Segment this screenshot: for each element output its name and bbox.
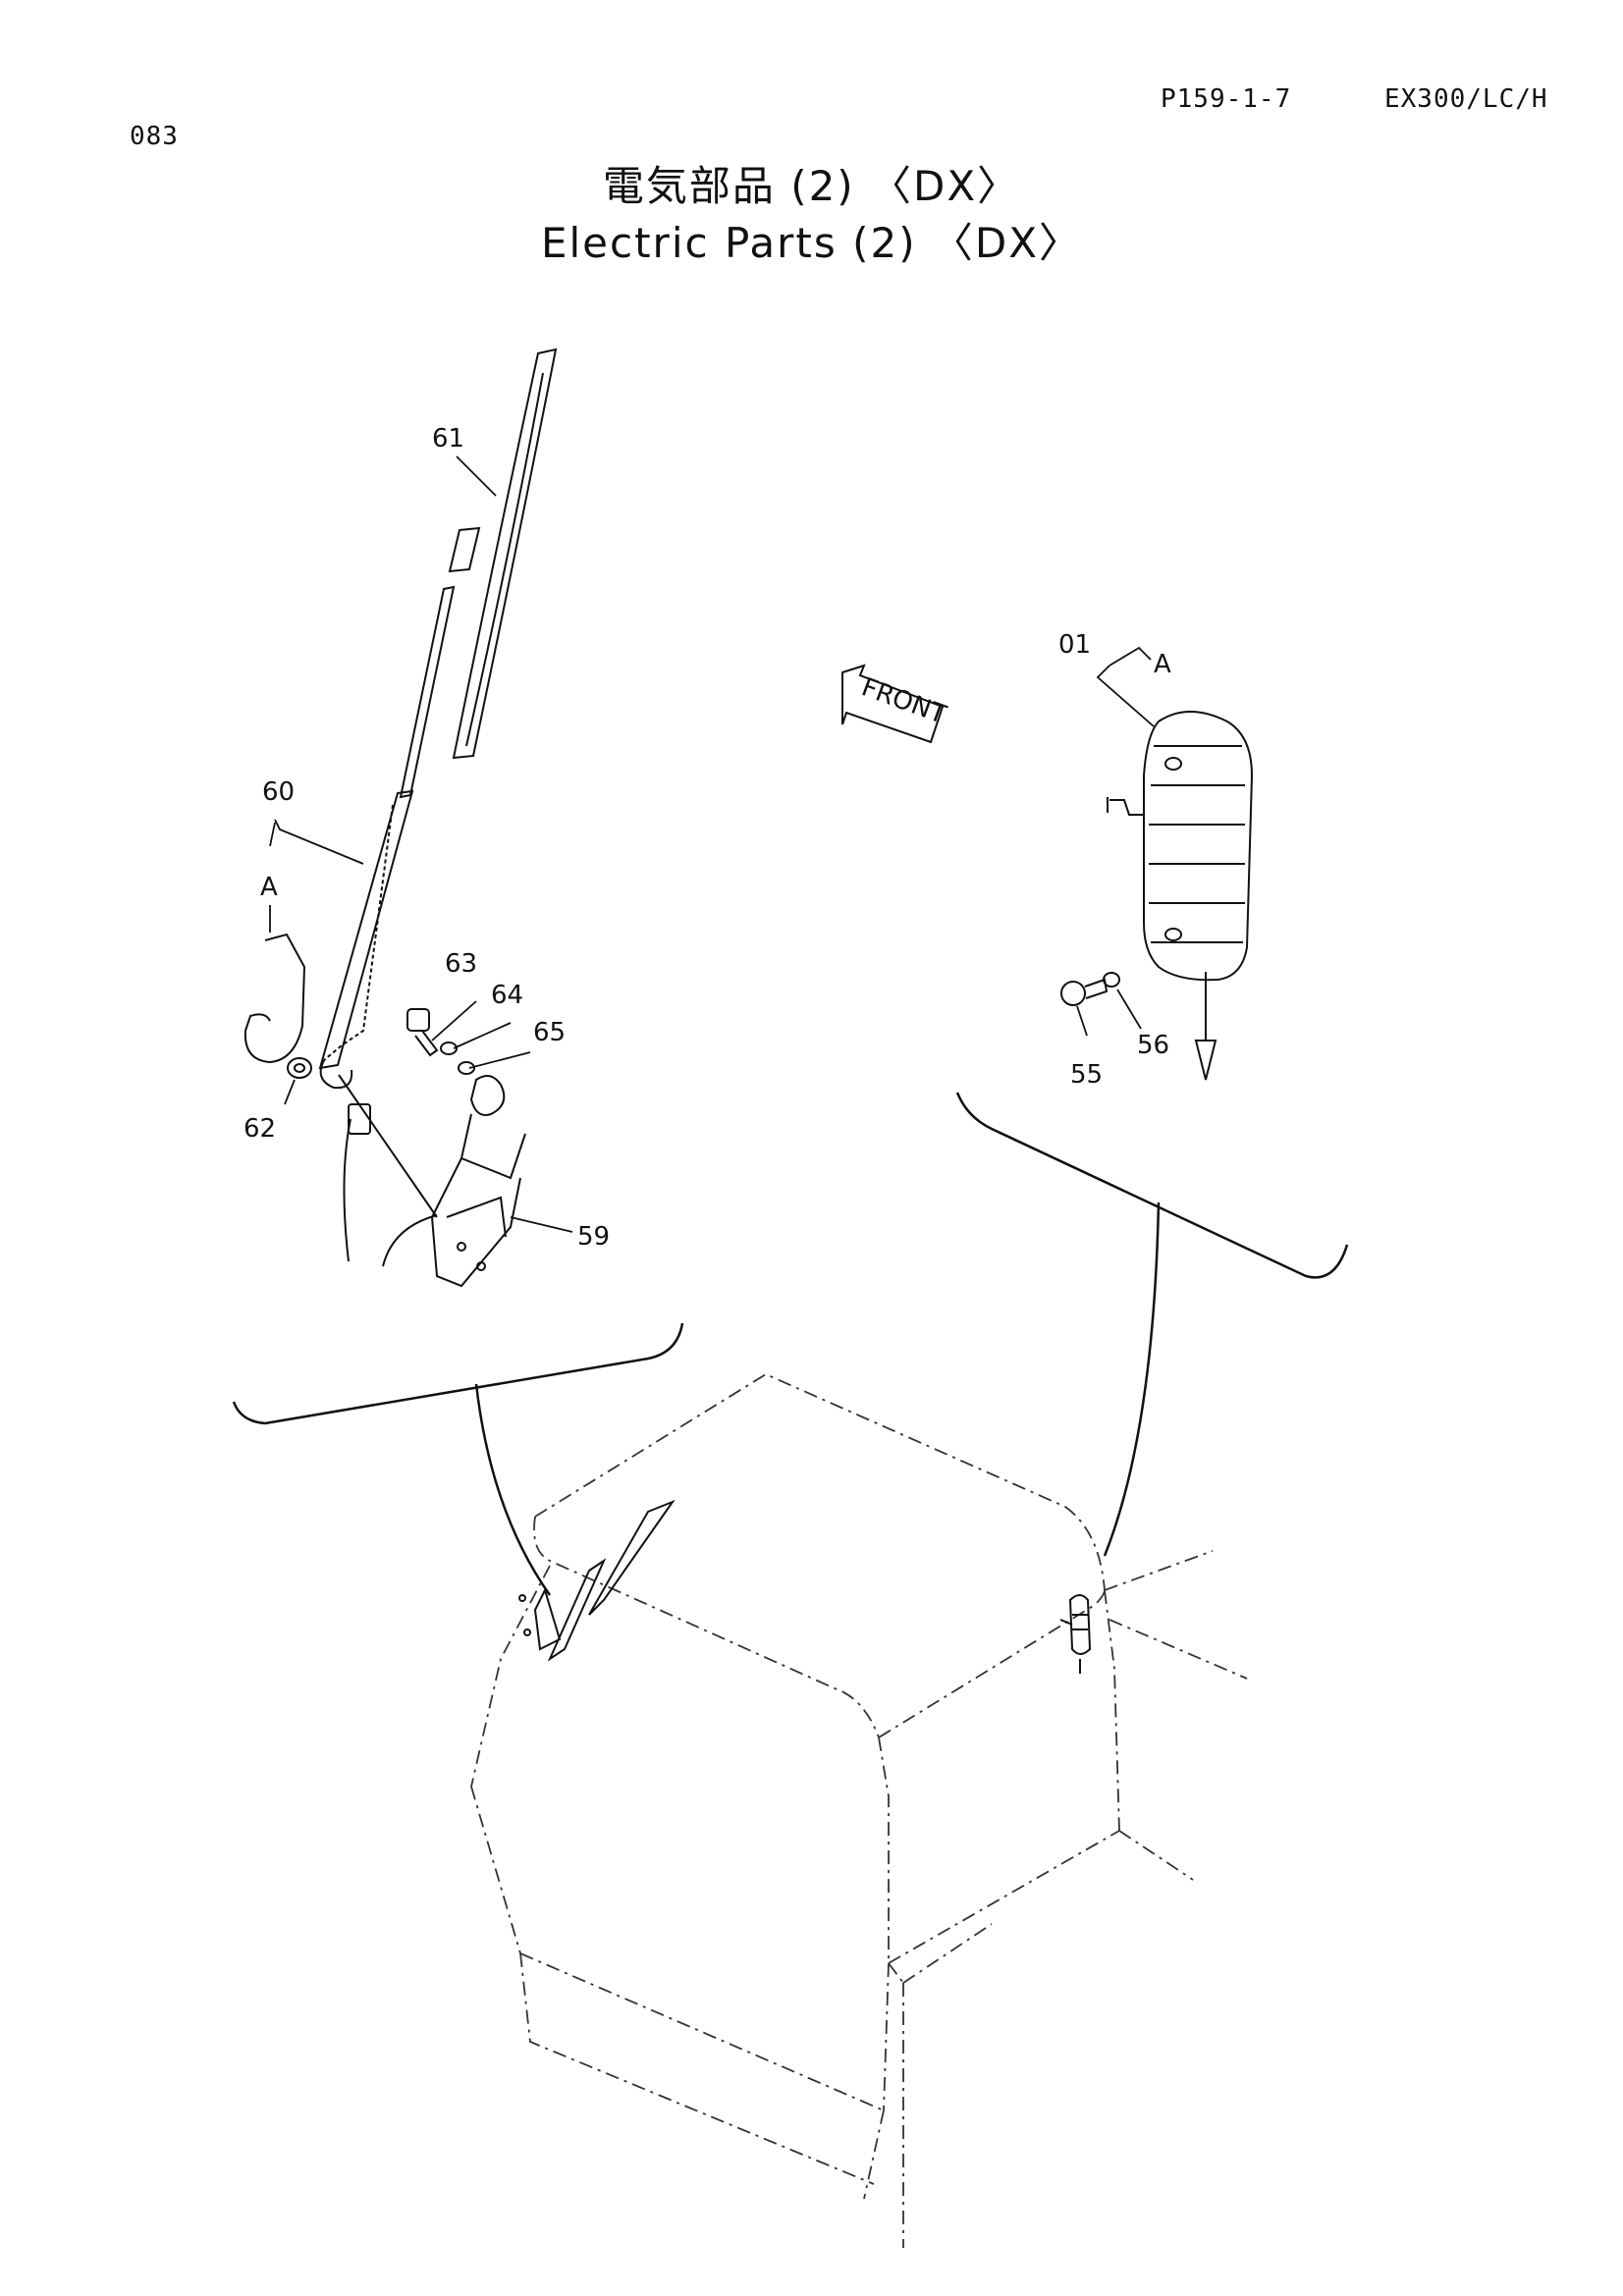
- label-65: 65: [533, 1018, 566, 1047]
- label-55: 55: [1070, 1060, 1103, 1090]
- leader-lines: [269, 455, 1155, 1233]
- label-a-left: A: [260, 873, 278, 902]
- page-number: 083: [130, 122, 179, 151]
- cab-wiper: [518, 1499, 676, 1662]
- label-01: 01: [1058, 630, 1091, 660]
- label-61: 61: [432, 424, 464, 454]
- title-english: Electric Parts (2) 〈DX〉: [540, 219, 1083, 267]
- front-arrow: [841, 664, 945, 744]
- clip-part: [243, 933, 306, 1064]
- left-panel-outline: [232, 1322, 684, 1425]
- wiper-motor: [430, 1075, 526, 1288]
- right-leader-line: [1103, 1201, 1161, 1557]
- room-lamp: [1107, 711, 1254, 1081]
- nut-62: [287, 1057, 312, 1079]
- washer-56: [1103, 972, 1120, 988]
- bolt-63: [406, 1008, 439, 1057]
- cab-lamp: [1059, 1594, 1092, 1674]
- wiper-blade: [448, 347, 558, 760]
- label-56: 56: [1137, 1031, 1169, 1060]
- wiper-arm: [318, 585, 456, 1090]
- cab-body: [470, 1372, 1248, 2248]
- washer-64: [440, 1041, 458, 1055]
- washer-65: [458, 1061, 475, 1075]
- label-64: 64: [491, 981, 523, 1010]
- label-59: 59: [577, 1222, 610, 1252]
- model-name: EX300/LC/H: [1384, 84, 1548, 114]
- motor-cable: [338, 1074, 438, 1267]
- label-60: 60: [262, 777, 295, 807]
- screw-55: [1060, 978, 1109, 1006]
- left-leader-line: [474, 1383, 552, 1596]
- title-japanese: 電気部品 (2) 〈DX〉: [602, 162, 1021, 210]
- label-a-right: A: [1154, 650, 1171, 679]
- label-62: 62: [243, 1114, 276, 1144]
- label-63: 63: [445, 949, 477, 979]
- right-panel-outline: [955, 1092, 1349, 1279]
- document-code: P159-1-7: [1161, 84, 1292, 114]
